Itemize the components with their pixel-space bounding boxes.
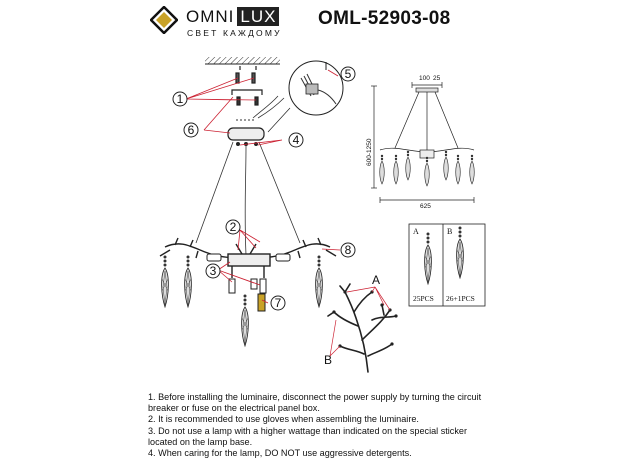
variant-a-count: 25PCS bbox=[413, 294, 434, 303]
note-4: 4. When caring for the lamp, DO NOT use … bbox=[148, 448, 412, 459]
callout-number: 2 bbox=[230, 220, 237, 234]
branch-label-b: B bbox=[324, 353, 332, 367]
branch-label-a: A bbox=[372, 273, 380, 287]
callout-number: 3 bbox=[210, 264, 217, 278]
callout-number: 5 bbox=[345, 67, 352, 81]
chandelier-frame bbox=[159, 237, 337, 278]
coral-branch bbox=[327, 283, 397, 373]
callout-markers: 1 2 3 4 5 6 7 8 bbox=[172, 66, 356, 311]
callout-number: 4 bbox=[293, 133, 300, 147]
wire-detail bbox=[267, 60, 344, 133]
mounting-bracket bbox=[231, 89, 263, 106]
callout-2: 2 bbox=[225, 219, 241, 235]
note-3: 3. Do not use a lamp with a higher watta… bbox=[148, 425, 467, 447]
callout-number: 7 bbox=[275, 296, 282, 310]
model-number: OML-52903-08 bbox=[318, 8, 451, 29]
callout-3: 3 bbox=[205, 263, 221, 279]
canopy bbox=[227, 127, 265, 141]
dim-diameter: 625 bbox=[420, 203, 431, 210]
brand-tagline: СВЕТ КАЖДОМУ bbox=[187, 28, 282, 38]
bulb-sockets bbox=[206, 253, 291, 312]
variant-table bbox=[408, 223, 486, 307]
dim-height: 600-1250 bbox=[366, 138, 373, 166]
variant-b-label: B bbox=[447, 227, 452, 236]
ceiling-hatch bbox=[205, 57, 280, 65]
variant-a-label: A bbox=[413, 227, 419, 236]
variant-b-count: 26+1PCS bbox=[446, 294, 475, 303]
note-1: 1. Before installing the luminaire, disc… bbox=[148, 392, 482, 414]
callout-number: 8 bbox=[345, 243, 352, 257]
callout-7: 7 bbox=[270, 295, 286, 311]
callout-number: 6 bbox=[188, 123, 195, 137]
dim-top-small: 25 bbox=[433, 75, 441, 82]
safety-notes: 1. Before installing the luminaire, disc… bbox=[148, 392, 488, 459]
callout-1: 1 bbox=[172, 91, 188, 107]
logo-mark-icon bbox=[150, 6, 178, 34]
callout-5: 5 bbox=[340, 66, 356, 82]
brand-lux: LUX bbox=[237, 7, 280, 26]
leader-lines bbox=[185, 69, 341, 304]
dimension-drawing bbox=[371, 82, 475, 203]
callout-4: 4 bbox=[288, 132, 304, 148]
brand-omni: OMNI bbox=[186, 7, 235, 26]
assembly-diagram: 100 25 600-1250 625 A B 25PCS 26+1PCS A … bbox=[159, 57, 486, 373]
callout-8: 8 bbox=[340, 242, 356, 258]
dim-top-width: 100 bbox=[419, 75, 430, 82]
note-2: 2. It is recommended to use gloves when … bbox=[148, 414, 419, 425]
callout-number: 1 bbox=[177, 92, 184, 106]
callout-6: 6 bbox=[183, 122, 199, 138]
